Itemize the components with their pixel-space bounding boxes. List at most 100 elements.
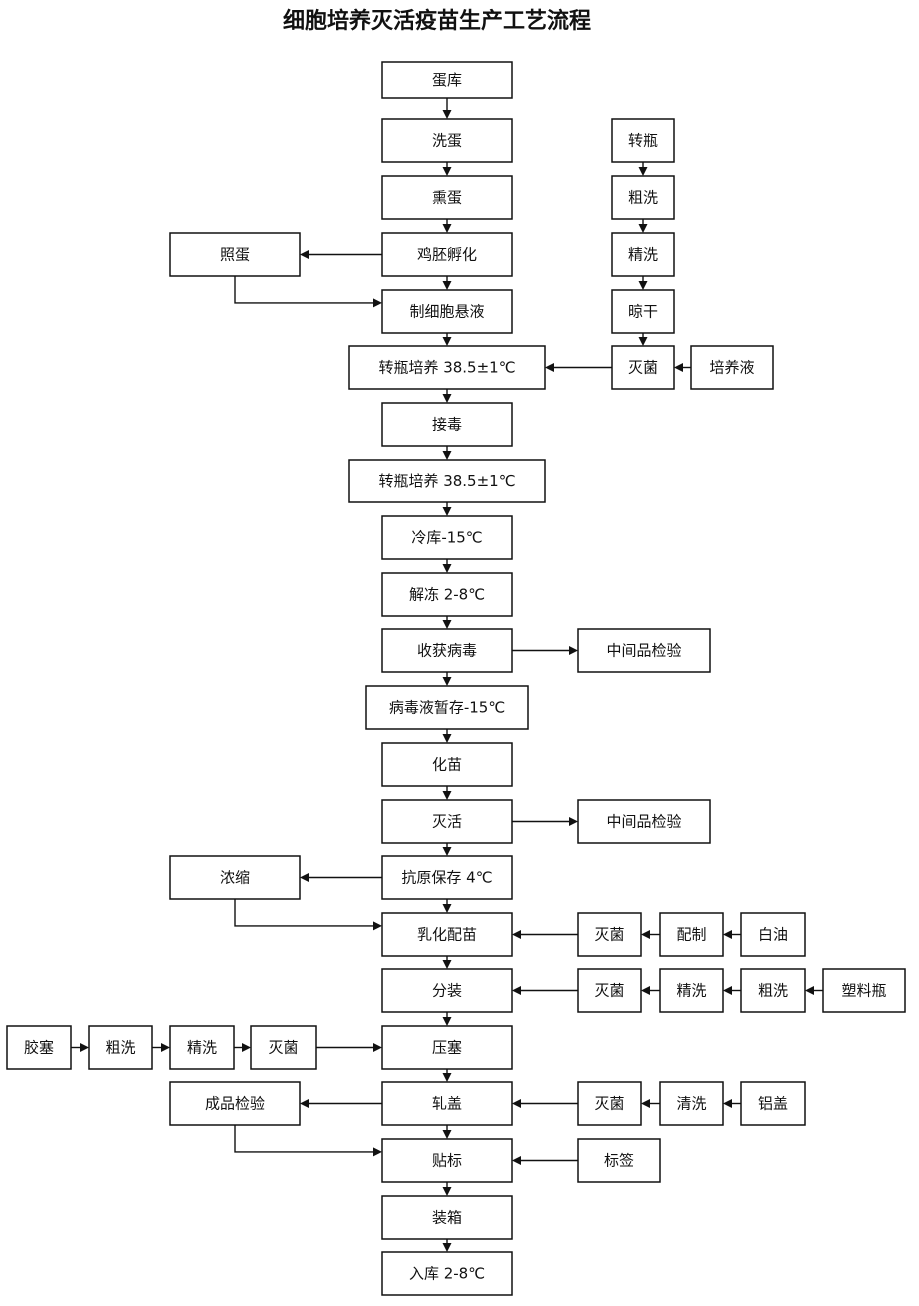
- edge-rb-rough-wash-to-rb-fine-wash: [638, 219, 648, 233]
- node-label: 精洗: [187, 1039, 217, 1057]
- node-egg-store: 蛋库: [381, 61, 513, 99]
- arrowhead: [442, 224, 452, 233]
- node-cell-suspension: 制细胞悬液: [381, 289, 513, 334]
- node-rs-sterilize: 灭菌: [250, 1025, 317, 1070]
- arrowhead: [442, 791, 452, 800]
- node-box: [381, 742, 513, 787]
- node-label: 粗洗: [758, 982, 788, 1000]
- node-label: 轧盖: [432, 1095, 462, 1113]
- edge-harvest-to-qc-1: [512, 646, 578, 655]
- edge-rs-sterilize-to-stopper: [316, 1043, 382, 1052]
- node-box: [381, 912, 513, 957]
- arrowhead: [512, 1156, 521, 1165]
- node-incubate: 鸡胚孵化: [381, 232, 513, 277]
- node-box: [381, 1081, 513, 1126]
- node-box: [169, 1025, 235, 1070]
- node-label: 粗洗: [628, 189, 658, 207]
- node-label: 化苗: [432, 756, 462, 774]
- edge-al-sterilize-to-cap: [512, 1099, 578, 1108]
- node-label: 分装: [432, 982, 462, 1000]
- node-inoculate: 接毒: [381, 402, 513, 447]
- node-box: [611, 118, 675, 163]
- node-rs-fine-wash: 精洗: [169, 1025, 235, 1070]
- edge-pb-sterilize-to-dispense: [512, 986, 578, 995]
- arrowhead: [442, 564, 452, 573]
- node-white-oil: 白油: [740, 912, 806, 957]
- node-box: [348, 459, 546, 503]
- node-box: [348, 345, 546, 390]
- node-antigen-store: 抗原保存 4℃: [381, 855, 513, 900]
- edge-incubate-to-candling: [300, 250, 382, 259]
- edge-white-oil-to-oil-prepare: [723, 930, 741, 939]
- node-label: 接毒: [432, 416, 462, 434]
- edge-boxing-to-warehouse: [442, 1239, 452, 1252]
- node-box: [690, 345, 774, 390]
- edge-antigen-store-to-concentrate: [300, 873, 382, 882]
- node-box: [6, 1025, 72, 1070]
- arrowhead: [442, 904, 452, 913]
- node-box: [381, 968, 513, 1013]
- node-label: 熏蛋: [432, 189, 462, 207]
- edge-rb-sterilize-to-culture-1: [545, 363, 612, 372]
- arrowhead: [723, 930, 732, 939]
- diagram-title: 细胞培养灭活疫苗生产工艺流程: [283, 8, 591, 34]
- arrowhead: [442, 677, 452, 686]
- arrowhead: [512, 1099, 521, 1108]
- node-rubber-stopper: 胶塞: [6, 1025, 72, 1070]
- arrowhead: [442, 1073, 452, 1082]
- node-oil-prepare: 配制: [659, 912, 724, 957]
- node-cold-store: 冷库-15℃: [381, 515, 513, 560]
- node-box: [381, 1025, 513, 1070]
- node-label: 灭菌: [594, 982, 624, 1000]
- node-label: 鸡胚孵化: [417, 246, 477, 264]
- node-box: [659, 912, 724, 957]
- arrowhead: [512, 930, 521, 939]
- node-box: [381, 289, 513, 334]
- edge-harvest-to-temp-store: [442, 672, 452, 686]
- arrowhead: [442, 451, 452, 460]
- edge-cold-store-to-thaw: [442, 559, 452, 573]
- node-box: [659, 968, 724, 1013]
- node-box: [577, 912, 642, 957]
- arrowhead: [638, 337, 648, 346]
- node-label: 晾干: [628, 303, 658, 321]
- arrowhead: [442, 281, 452, 290]
- edge-line: [234, 1125, 374, 1153]
- arrowhead: [442, 1187, 452, 1196]
- node-thaw: 解冻 2-8℃: [381, 572, 513, 617]
- arrowhead: [641, 1099, 650, 1108]
- node-label: 灭菌: [594, 1095, 624, 1113]
- arrowhead: [805, 986, 814, 995]
- node-aluminum-cap: 铝盖: [740, 1081, 806, 1126]
- edge-temp-store-to-dissolve: [442, 729, 452, 743]
- arrowhead: [80, 1043, 89, 1052]
- node-label: 标签: [604, 1152, 634, 1170]
- arrowhead: [373, 1147, 382, 1157]
- node-rb-dry: 晾干: [611, 289, 675, 334]
- arrowhead: [723, 1099, 732, 1108]
- node-label: 精洗: [676, 982, 706, 1000]
- edge-candling-to-cell-suspension: [234, 276, 382, 308]
- node-box: [577, 968, 642, 1013]
- edge-incubate-to-cell-suspension: [442, 276, 452, 290]
- arrowhead: [373, 921, 382, 931]
- node-label: 转瓶培养 38.5±1℃: [378, 359, 515, 377]
- edge-culture-1-to-inoculate: [442, 389, 452, 403]
- node-box: [88, 1025, 153, 1070]
- node-label: 入库 2-8℃: [409, 1265, 485, 1283]
- node-box: [577, 1081, 642, 1126]
- node-box: [381, 515, 513, 560]
- node-label: 塑料瓶: [841, 982, 886, 1000]
- node-box: [381, 232, 513, 277]
- node-box: [611, 175, 675, 220]
- node-label: 精洗: [628, 246, 658, 264]
- node-concentrate: 浓缩: [169, 855, 301, 900]
- node-label: 粗洗: [105, 1039, 135, 1057]
- node-roller-bottle: 转瓶: [611, 118, 675, 163]
- edge-inactivate-to-qc-2: [512, 817, 578, 826]
- arrowhead: [442, 1243, 452, 1252]
- node-box: [577, 799, 711, 844]
- node-label: 乳化配苗: [417, 926, 477, 944]
- node-box: [381, 402, 513, 447]
- edge-antigen-store-to-emulsify: [442, 899, 452, 913]
